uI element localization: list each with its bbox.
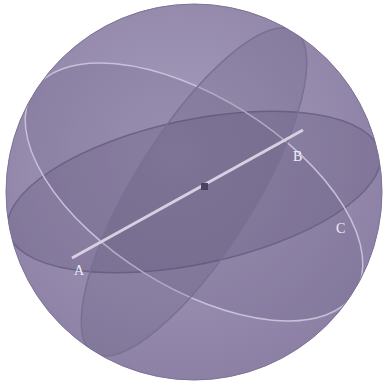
- point-label: A: [74, 264, 84, 278]
- point-label: B: [293, 150, 302, 164]
- sphere-outline: [6, 4, 382, 380]
- great-circle: [42, 0, 345, 385]
- diameter-line: [72, 130, 303, 258]
- point-label: C: [336, 222, 345, 236]
- great-circle: [0, 11, 388, 373]
- center-point: [201, 183, 208, 190]
